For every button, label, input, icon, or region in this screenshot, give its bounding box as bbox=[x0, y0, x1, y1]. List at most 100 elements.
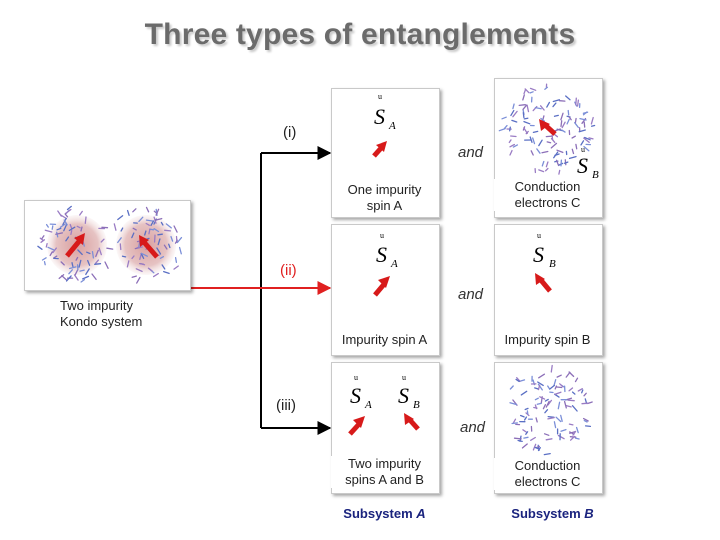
spin-a-symbol: u S A bbox=[350, 373, 372, 411]
electron-speck bbox=[510, 135, 517, 138]
electron-speck bbox=[39, 237, 44, 241]
electron-speck bbox=[522, 104, 528, 111]
electron-speck bbox=[552, 102, 557, 108]
electron-speck bbox=[58, 274, 65, 280]
electron-speck bbox=[41, 235, 45, 240]
electron-speck bbox=[131, 255, 135, 260]
electron-speck bbox=[568, 387, 574, 392]
electron-speck bbox=[120, 227, 124, 232]
electron-speck bbox=[139, 253, 142, 260]
svg-text:S: S bbox=[376, 242, 387, 267]
electron-speck bbox=[545, 161, 549, 168]
electron-speck bbox=[64, 213, 69, 218]
electron-speck bbox=[523, 416, 528, 421]
electron-speck bbox=[534, 106, 542, 110]
electron-speck bbox=[516, 377, 521, 382]
case-iii-label: (iii) bbox=[276, 397, 296, 414]
electron-speck bbox=[545, 400, 550, 408]
electron-speck bbox=[536, 148, 541, 154]
electron-speck bbox=[538, 169, 545, 173]
case-ii-label-right: Impurity spin B bbox=[504, 332, 591, 347]
electron-speck bbox=[65, 236, 70, 242]
electron-speck bbox=[150, 220, 155, 227]
spin-a-arrow bbox=[348, 416, 365, 436]
electron-speck bbox=[65, 275, 72, 282]
electron-speck bbox=[79, 210, 83, 216]
electron-speck bbox=[159, 256, 165, 259]
electron-speck bbox=[543, 452, 551, 456]
electron-speck bbox=[156, 247, 162, 255]
electron-speck bbox=[583, 392, 587, 397]
electron-speck bbox=[575, 97, 577, 106]
electron-speck bbox=[117, 215, 124, 221]
electron-speck bbox=[554, 391, 562, 395]
electron-speck bbox=[511, 422, 518, 425]
electron-speck bbox=[555, 416, 562, 423]
electron-speck bbox=[45, 242, 48, 248]
electron-speck bbox=[565, 404, 572, 408]
electron-speck bbox=[550, 142, 558, 149]
electron-speck bbox=[135, 268, 143, 273]
electron-speck bbox=[40, 239, 46, 243]
kondo-system-label: Two impurity Kondo system bbox=[60, 298, 143, 329]
case-ii-label: (ii) bbox=[280, 262, 297, 279]
case-ii-spin-b-panel: u S B bbox=[494, 224, 603, 356]
electron-speck bbox=[79, 269, 85, 272]
spin-b-symbol: u S B bbox=[577, 145, 599, 181]
electron-speck bbox=[538, 373, 546, 379]
electron-speck bbox=[518, 104, 526, 107]
electron-speck bbox=[543, 433, 550, 436]
electron-speck bbox=[574, 437, 580, 440]
electron-speck bbox=[567, 399, 575, 402]
conduction-electron-specks bbox=[37, 205, 109, 283]
electron-speck bbox=[546, 101, 551, 108]
electron-speck bbox=[140, 252, 145, 260]
electron-speck bbox=[49, 251, 53, 257]
electron-speck bbox=[84, 216, 87, 224]
electron-speck bbox=[533, 406, 538, 409]
electron-speck bbox=[56, 227, 62, 231]
electron-speck bbox=[509, 126, 511, 132]
electron-speck bbox=[554, 128, 561, 132]
electron-speck bbox=[519, 379, 526, 382]
electron-speck bbox=[91, 251, 95, 259]
svg-text:A: A bbox=[388, 120, 396, 132]
spin-b-arrow bbox=[539, 119, 557, 136]
electron-speck bbox=[55, 232, 64, 235]
svg-text:B: B bbox=[592, 169, 599, 181]
electron-speck bbox=[561, 129, 566, 133]
electron-speck bbox=[148, 228, 151, 235]
electron-speck bbox=[161, 264, 166, 270]
svg-text:u: u bbox=[354, 373, 358, 382]
electron-speck bbox=[140, 262, 146, 266]
kondo-system-panel bbox=[24, 200, 191, 291]
spin-b-symbol: u S B bbox=[398, 373, 420, 411]
electron-speck bbox=[147, 267, 153, 272]
conduction-electron-specks bbox=[509, 364, 593, 456]
case-ii-spin-a-panel: u S A bbox=[331, 224, 440, 356]
electron-speck bbox=[512, 110, 518, 118]
electron-speck bbox=[163, 270, 170, 275]
spin-a-symbol: u S A bbox=[376, 231, 398, 270]
electron-speck bbox=[501, 116, 507, 120]
electron-speck bbox=[590, 116, 594, 125]
electron-speck bbox=[511, 119, 518, 123]
svg-text:S: S bbox=[374, 104, 385, 129]
electron-speck bbox=[80, 278, 86, 283]
electron-speck bbox=[86, 251, 91, 255]
spin-a-arrow bbox=[373, 276, 390, 297]
electron-speck bbox=[513, 437, 522, 440]
electron-speck bbox=[590, 124, 596, 127]
electron-speck bbox=[574, 377, 579, 383]
electron-speck bbox=[59, 223, 66, 228]
electron-speck bbox=[60, 261, 65, 266]
electron-speck bbox=[565, 95, 571, 101]
electron-speck bbox=[136, 246, 143, 249]
electron-speck bbox=[583, 121, 586, 128]
electron-speck bbox=[517, 439, 523, 443]
electron-speck bbox=[523, 127, 528, 134]
electron-speck bbox=[574, 117, 577, 124]
svg-text:u: u bbox=[537, 231, 541, 240]
